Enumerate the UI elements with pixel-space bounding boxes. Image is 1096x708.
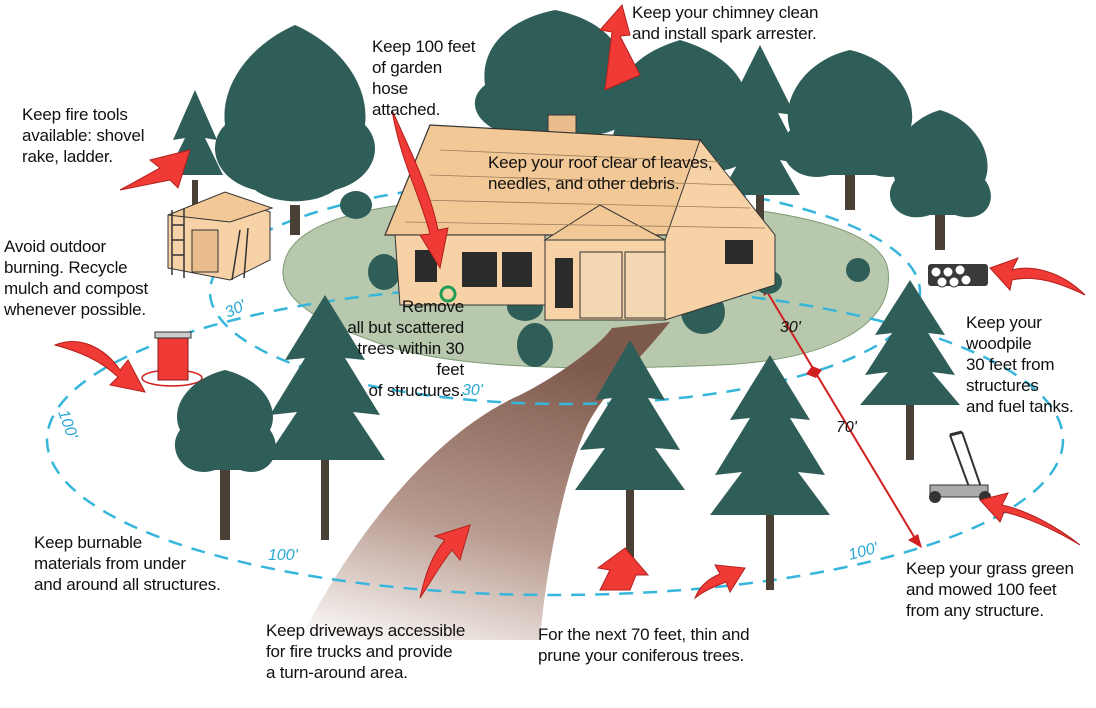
ring-label-30-bottom: 30' [462,382,484,399]
pine-tree-icon [715,45,805,235]
ring-30-feet [208,178,922,406]
pine-tree-icon [167,90,223,210]
shrub [846,258,870,282]
pine-tree-icon [265,295,385,540]
note-woodpile: Keep your woodpile 30 feet from structur… [966,313,1074,416]
note-driveways: Keep driveways accessible for fire truck… [266,621,466,682]
red-curved-arrow-icon [596,547,650,591]
note-burnable-materials: Keep burnable materials from under and a… [34,533,221,594]
note-remove-trees: Remove all but scattered trees within 30… [347,297,464,400]
red-curved-arrow-icon [693,564,746,600]
note-roof: Keep your roof clear of leaves, needles,… [488,153,713,193]
red-curved-arrow-icon [391,109,449,270]
tool-shed-icon [167,191,274,281]
shrub [368,254,400,290]
ring-100-feet [45,283,1065,597]
pine-tree-icon [575,340,685,560]
pine-tree-icon [174,370,276,540]
driveway [300,322,670,640]
garden-hose-icon [439,285,457,303]
pine-tree-icon [889,110,991,250]
ring-label-100-bottom: 100' [268,547,299,564]
pine-tree-icon [710,355,830,590]
woodpile-icon [928,264,988,288]
shrub [340,191,372,219]
red-curved-arrow-icon [989,257,1086,296]
ring-label-30-left: 30' [223,297,250,322]
push-mower-icon [929,430,991,503]
shrub [517,323,553,367]
note-chimney: Keep your chimney clean and install spar… [632,3,819,43]
burn-barrel-icon [141,331,203,387]
note-fire-tools: Keep fire tools available: shovel rake, … [22,105,145,166]
pine-tree-icon [782,50,918,210]
ring-label-100-right: 100' [847,539,881,563]
note-grass: Keep your grass green and mowed 100 feet… [906,559,1074,620]
red-curved-arrow-icon [419,524,471,599]
red-curved-arrow-icon [599,3,641,91]
red-curved-arrow-icon [53,341,146,393]
red-curved-arrow-icon [979,492,1081,546]
span-label-70: 70' [836,419,858,436]
note-thin-prune: For the next 70 feet, thin and prune you… [538,625,750,665]
pine-tree-icon [215,25,375,235]
note-outdoor-burning: Avoid outdoor burning. Recycle mulch and… [4,237,149,319]
pine-tree-icon [474,10,636,135]
ring-label-100-left: 100' [54,408,80,443]
red-curved-arrow-icon [119,149,191,191]
span-label-30: 30' [780,319,802,336]
note-garden-hose: Keep 100 feet of garden hose attached. [372,37,476,119]
pine-tree-icon [860,280,960,460]
